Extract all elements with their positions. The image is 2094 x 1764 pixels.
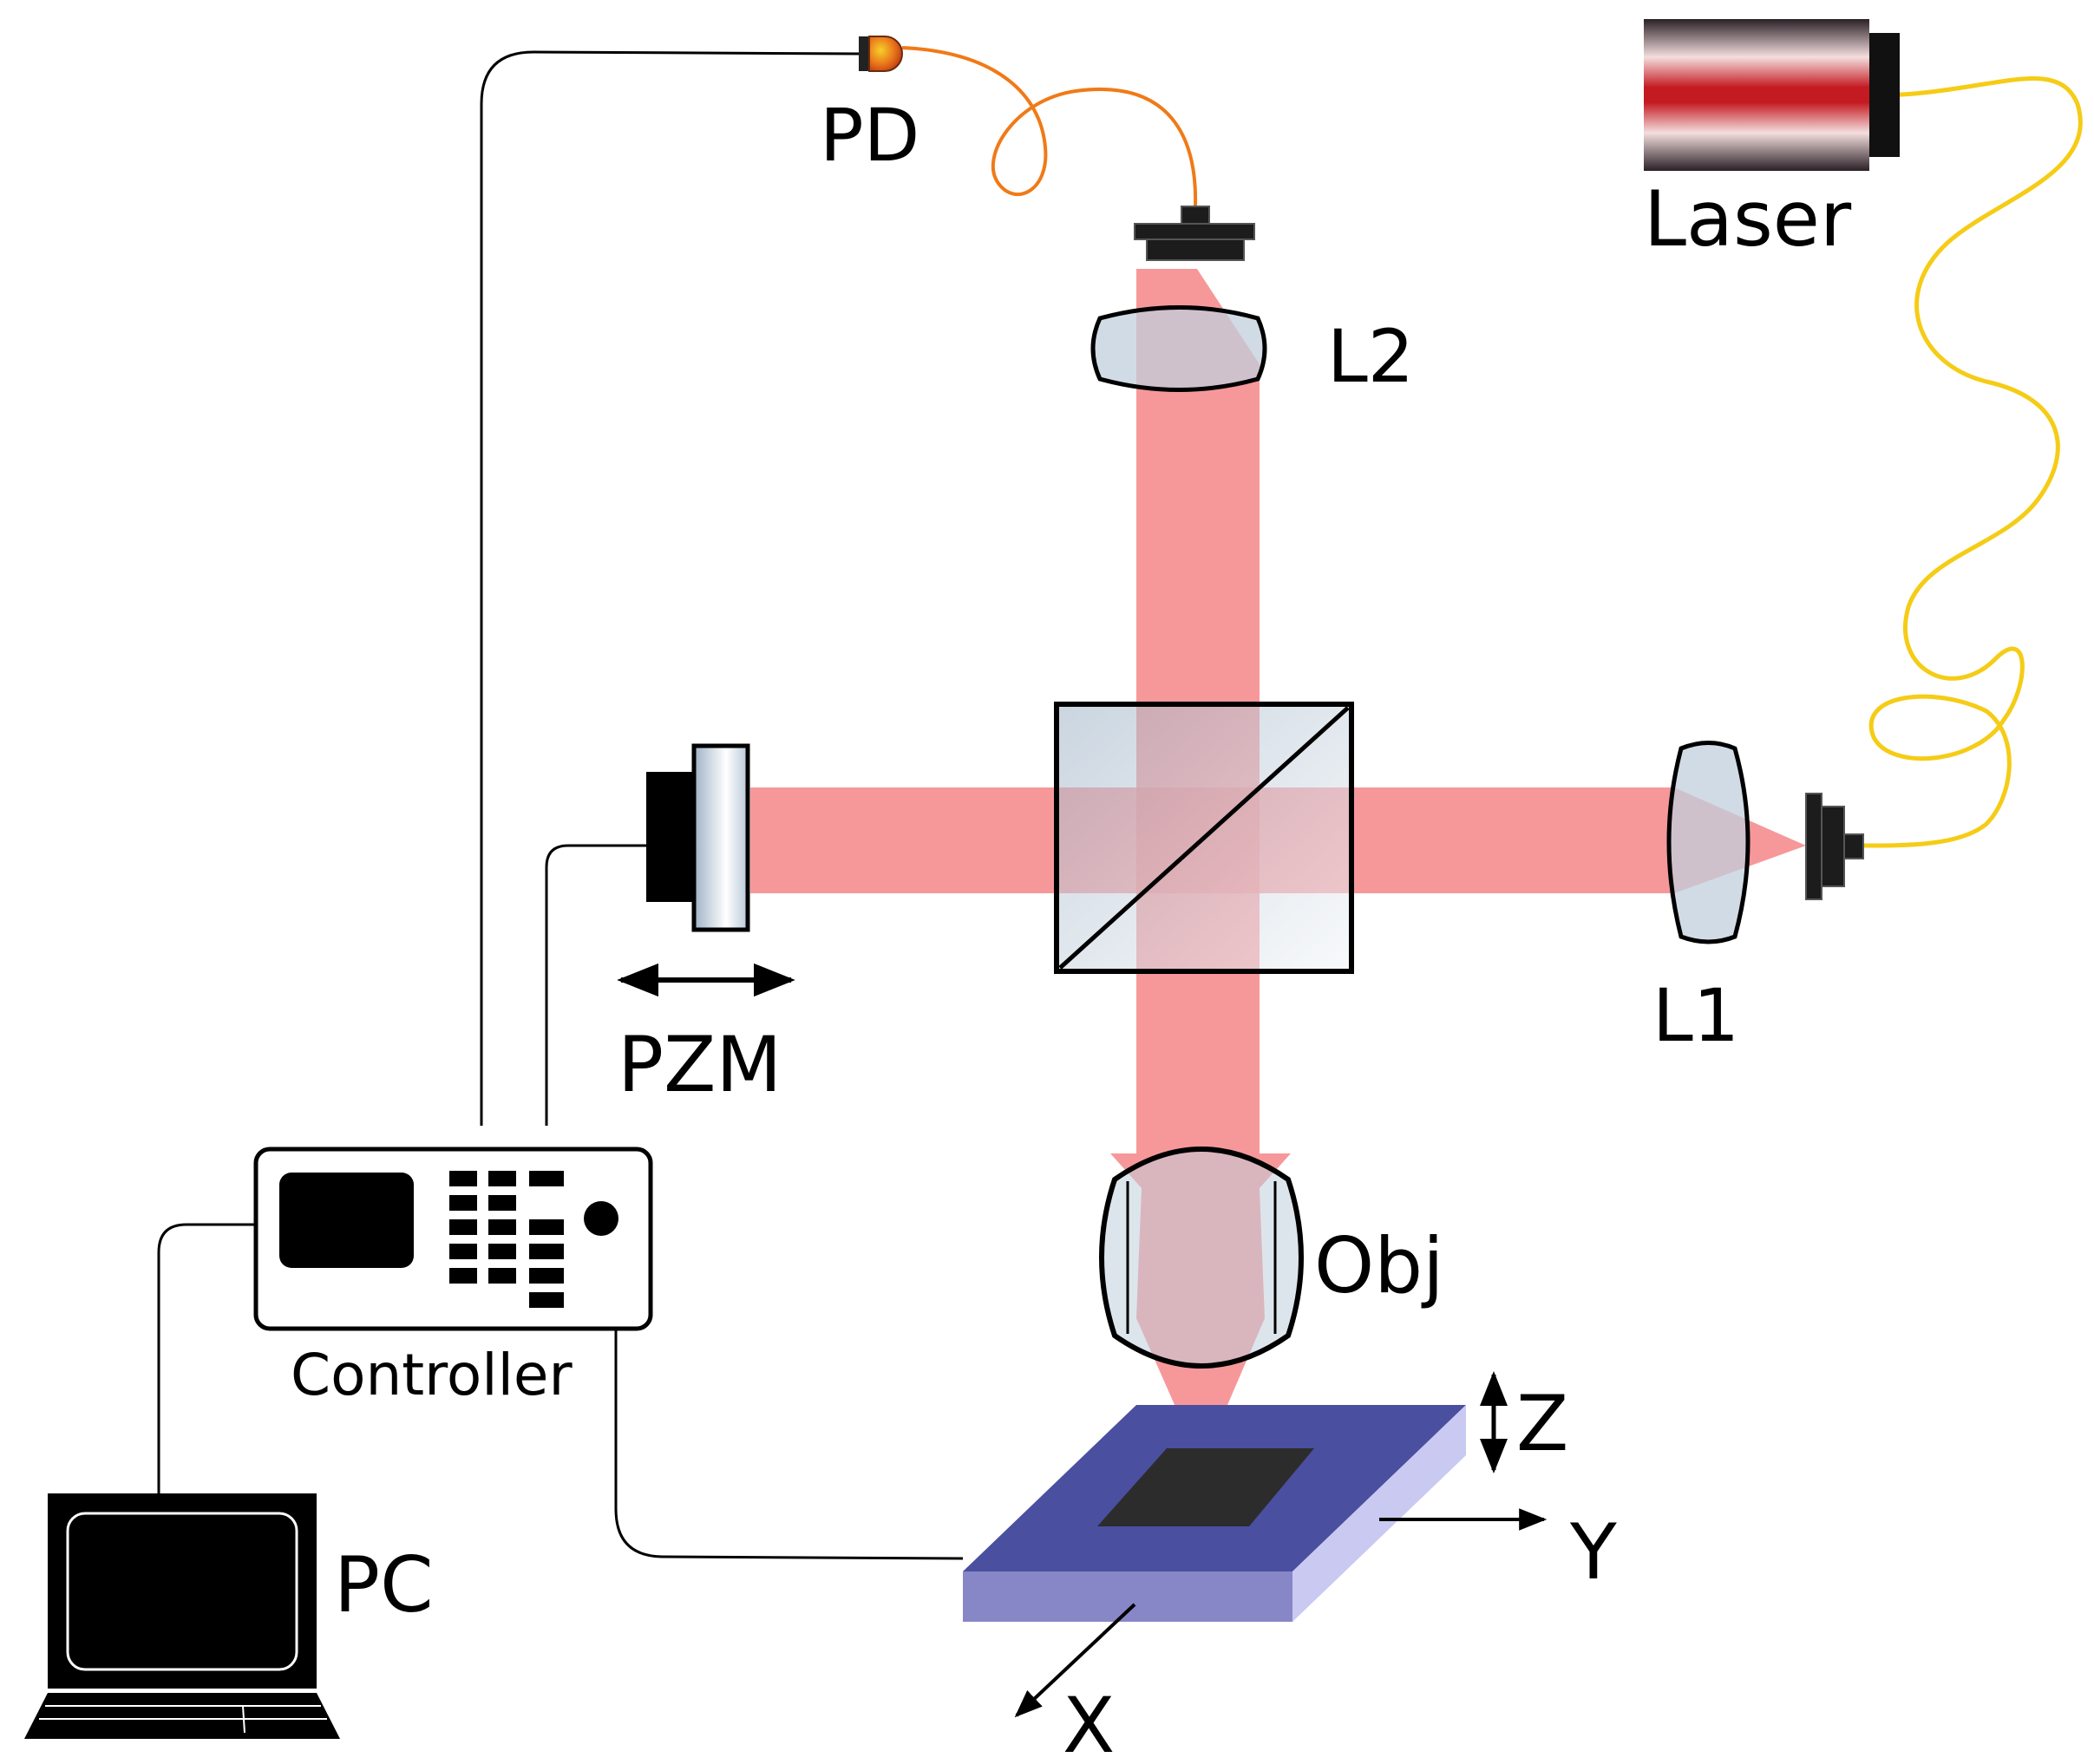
controller <box>253 1147 653 1331</box>
laser-source <box>1644 19 1900 171</box>
laptop-screen <box>66 1512 298 1671</box>
fiber-laser-to-coupler <box>1862 75 2083 848</box>
cable-controller-to-pd <box>480 50 860 1126</box>
beam-splitter <box>1054 702 1354 974</box>
fiber-coupler-right-body <box>1821 806 1845 887</box>
l1-label: L1 <box>1652 973 1739 1058</box>
controller-buttons <box>449 1171 564 1308</box>
cable-controller-to-pzm <box>545 844 646 1126</box>
pc <box>24 1493 340 1739</box>
laser-end-cap <box>1869 33 1900 157</box>
pc-label: PC <box>334 1540 434 1630</box>
fiber-coupler-right-tip <box>1843 833 1864 859</box>
cable-controller-to-pc <box>157 1223 256 1496</box>
axis-y-label: Y <box>1569 1507 1617 1597</box>
laptop-keys <box>39 1705 327 1734</box>
fiber-coupler-top-body <box>1146 238 1245 261</box>
laptop-icon <box>48 1493 317 1689</box>
fiber-coupler-top <box>1134 206 1255 261</box>
photodiode <box>859 36 903 72</box>
controller-screen <box>279 1173 414 1268</box>
objective-icon <box>1099 1147 1304 1369</box>
axis-x-arrow <box>1014 1603 1136 1718</box>
cables <box>157 50 964 1560</box>
stage-front-face <box>963 1571 1292 1622</box>
mirror-icon <box>691 743 750 932</box>
controller-knob <box>584 1201 618 1236</box>
pzm-label: PZM <box>618 1020 782 1109</box>
l2-label: L2 <box>1327 314 1414 399</box>
pzm-actuator <box>646 772 694 902</box>
stage-side-face <box>1292 1405 1466 1622</box>
fiber-coupler-right-flange <box>1805 793 1822 900</box>
photodiode-icon <box>868 36 903 72</box>
beam-splitter-diagonal <box>1058 706 1350 970</box>
fiber-coupler-top-flange <box>1134 223 1255 240</box>
laser-source-icon <box>1644 19 1869 171</box>
sample <box>1097 1448 1314 1526</box>
laptop-keyboard <box>24 1693 340 1739</box>
axis-z-label: Z <box>1516 1379 1568 1468</box>
cable-controller-to-stage <box>614 1329 964 1560</box>
axis-x-label: X <box>1063 1681 1115 1764</box>
lens-l1-icon <box>1666 741 1750 944</box>
obj-label: Obj <box>1314 1221 1444 1310</box>
sample-stage <box>963 1405 1466 1622</box>
controller-label: Controller <box>291 1342 573 1408</box>
pzm-mirror <box>646 743 750 932</box>
fiber-coupler-right <box>1805 793 1864 900</box>
fiber-coupler-icon <box>1181 206 1210 226</box>
laser-label: Laser <box>1644 174 1852 264</box>
pd-label: PD <box>820 93 919 178</box>
fiber-coupler-to-pd <box>901 46 1198 207</box>
lens-l2-icon <box>1090 305 1267 392</box>
photodiode-base <box>859 36 869 71</box>
